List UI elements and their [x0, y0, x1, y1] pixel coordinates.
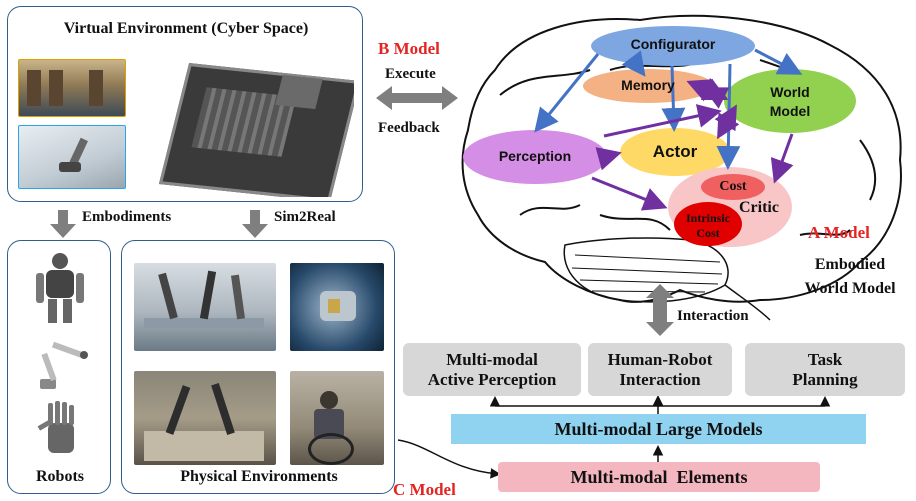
configurator-label: Configurator [630, 36, 716, 52]
lab-robot-arms-photo [134, 263, 276, 351]
hri-line1: Human-Robot [607, 349, 713, 369]
sim2real-arrow [242, 210, 268, 238]
intrinsic-cost-node [674, 202, 742, 246]
task-planning-line2: Planning [792, 369, 858, 389]
kitchen-robot-photo [134, 371, 276, 465]
interaction-arrow [646, 284, 674, 336]
embodiments-arrow [50, 210, 76, 238]
memory-label: Memory [621, 77, 675, 93]
cost-node [701, 174, 765, 200]
robots-label: Robots [35, 468, 84, 485]
virtual-environment-title: Virtual Environment (Cyber Space) [63, 20, 309, 37]
connectors [397, 395, 831, 479]
cost-label: Cost [719, 179, 747, 194]
robots-panel: Robots [7, 240, 111, 494]
large-models-label: Multi-modal Large Models [554, 418, 763, 439]
physical-environments-label: Physical Environments [180, 468, 338, 485]
world-model-node [724, 69, 856, 133]
execute-label: Execute [385, 66, 436, 82]
a-model-label: A Model [808, 223, 870, 242]
active-perception-line2: Active Perception [427, 369, 557, 389]
task-planning-line1: Task [807, 349, 843, 369]
brain-modules [463, 26, 856, 247]
actor-node [620, 128, 730, 176]
wheelchair-assist-photo [290, 371, 384, 465]
intrinsic-cost-label-line1: Intrinsic [685, 211, 730, 225]
intrinsic-cost-label-line2: Cost [696, 226, 720, 240]
virtual-environment-panel: Virtual Environment (Cyber Space) [7, 6, 363, 202]
world-model-label-line2: Model [769, 103, 811, 119]
b-model-label: B Model [378, 39, 440, 58]
active-perception-line1: Multi-modal [446, 349, 538, 369]
humanoid-robot-image [36, 253, 84, 323]
grey-arrows [50, 86, 674, 336]
world-model-title: World Model [804, 280, 896, 297]
robot-hand-image [36, 401, 86, 457]
warehouse-photo [18, 59, 126, 117]
execute-feedback-arrow [376, 86, 458, 110]
robot-arm-image [34, 341, 90, 391]
flow-arrows [591, 77, 794, 211]
world-model-label-line1: World [770, 84, 810, 100]
gripper-closeup-photo [290, 263, 384, 351]
elements-bar: Multi-modal Elements [498, 462, 820, 492]
robot-arm-photo [18, 125, 126, 189]
physical-environments-panel: Physical Environments [121, 240, 395, 494]
embodied-label: Embodied [814, 256, 886, 273]
sim2real-label: Sim2Real [274, 209, 336, 225]
interaction-label: Interaction [677, 308, 749, 324]
perception-node [463, 130, 607, 184]
embodiments-label: Embodiments [82, 209, 172, 225]
feedback-label: Feedback [378, 120, 440, 136]
large-models-bar: Multi-modal Large Models [451, 414, 866, 444]
critic-label: Critic [739, 199, 779, 216]
virtual-map-render [154, 47, 354, 197]
elements-label: Multi-modal Elements [570, 466, 748, 487]
hri-line2: Interaction [619, 369, 701, 389]
perception-label: Perception [498, 148, 572, 164]
memory-node [583, 69, 713, 103]
actor-label: Actor [652, 142, 698, 161]
c-model-label: C Model [393, 480, 456, 499]
